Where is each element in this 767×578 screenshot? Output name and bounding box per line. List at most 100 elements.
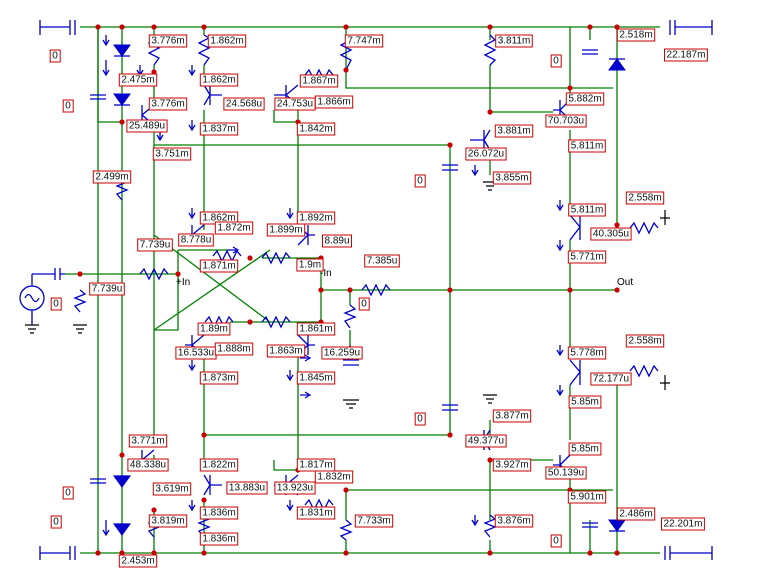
measurement-label: 3.771m <box>128 434 168 448</box>
junction-node <box>201 497 207 503</box>
measurement-value: 50.139u <box>548 468 584 479</box>
junction-node <box>487 24 493 30</box>
measurement-label: 0 <box>414 174 426 188</box>
measurement-value: 0 <box>361 299 367 310</box>
measurement-value: 0 <box>417 414 423 425</box>
measurement-value: 22.201m <box>664 519 703 530</box>
measurement-label: 1.837m <box>199 122 239 136</box>
junction-node <box>567 85 573 91</box>
junction-node <box>151 507 157 513</box>
measurement-label: 3.819m <box>148 514 188 528</box>
measurement-label: 0 <box>50 297 62 311</box>
measurement-label: 1.862m <box>199 73 239 87</box>
junction-node <box>175 271 181 277</box>
junction-node <box>201 432 207 438</box>
measurement-label: 5.771m <box>567 250 607 264</box>
junction-node <box>567 287 573 293</box>
junction-node <box>343 550 349 556</box>
measurement-label: 1.888m <box>214 342 254 356</box>
junction-node <box>119 119 125 125</box>
measurement-value: 1.836m <box>202 508 235 519</box>
junction-node <box>151 550 157 556</box>
measurement-label: 3.927m <box>492 458 532 472</box>
measurement-value: 13.883u <box>229 483 265 494</box>
measurement-label: 1.832m <box>314 470 354 484</box>
measurement-label: 24.753u <box>274 97 316 111</box>
measurement-value: 5.778m <box>570 348 603 359</box>
measurement-value: 1.861m <box>299 324 332 335</box>
measurement-label: 1.873m <box>199 371 239 385</box>
measurement-value: 1.837m <box>202 124 235 135</box>
measurement-value: 5.901m <box>570 492 603 503</box>
measurement-label: 1.863m <box>266 344 306 358</box>
measurement-label: 2.499m <box>92 170 132 184</box>
measurement-value: 25.489u <box>129 121 165 132</box>
measurement-label: 1.899m <box>266 223 306 237</box>
measurement-value: 0 <box>65 101 71 112</box>
junction-node <box>77 271 83 277</box>
measurement-value: 1.836m <box>202 534 235 545</box>
measurement-label: 7.385u <box>364 254 400 268</box>
measurement-label: 2.475m <box>118 73 158 87</box>
measurement-label: 70.703u <box>545 114 587 128</box>
measurement-label: 0 <box>50 515 62 529</box>
pin-label: Out <box>617 277 633 288</box>
measurement-label: 2.558m <box>625 334 665 348</box>
measurement-value: 1.842m <box>299 124 332 135</box>
junction-node <box>487 109 493 115</box>
junction-node <box>247 255 253 261</box>
measurement-value: 2.558m <box>628 193 661 204</box>
measurement-value: 1.862m <box>210 36 243 47</box>
measurement-value: 7.739u <box>140 240 171 251</box>
measurement-label: 13.923u <box>274 481 316 495</box>
measurement-label: 7.739u <box>89 282 125 296</box>
measurement-value: 0 <box>553 56 559 67</box>
measurement-label: 3.776m <box>148 97 188 111</box>
measurement-value: 2.453m <box>121 556 154 567</box>
measurement-label: 1.822m <box>199 458 239 472</box>
measurement-label: 22.187m <box>664 48 708 62</box>
measurement-value: 1.9m <box>299 260 321 271</box>
measurement-value: 40.305u <box>593 229 629 240</box>
measurement-value: 1.822m <box>202 460 235 471</box>
junction-node <box>587 550 593 556</box>
measurement-label: 3.855m <box>492 171 532 185</box>
measurement-label: 40.305u <box>590 227 632 241</box>
measurement-label: 1.836m <box>199 532 239 546</box>
measurement-value: 16.533u <box>178 348 214 359</box>
junction-node <box>614 550 620 556</box>
measurement-label: 26.072u <box>465 147 507 161</box>
measurement-value: 2.499m <box>95 172 128 183</box>
measurement-label: 5.811m <box>568 203 606 217</box>
measurement-value: 1.832m <box>317 472 350 483</box>
measurement-value: 24.753u <box>277 99 313 110</box>
measurement-value: 3.771m <box>131 436 164 447</box>
measurement-value: 0 <box>53 299 59 310</box>
measurement-label: 1.831m <box>296 506 336 520</box>
junction-node <box>614 287 620 293</box>
measurement-value: 1.888m <box>217 344 250 355</box>
measurement-label: 3.776m <box>148 34 188 48</box>
junction-node <box>343 487 349 493</box>
pin-label: +In <box>176 277 190 288</box>
measurement-value: 3.776m <box>151 99 184 110</box>
measurement-label: 3.877m <box>492 409 532 423</box>
junction-node <box>447 432 453 438</box>
junction-node <box>318 287 324 293</box>
junction-node <box>201 24 207 30</box>
junction-node <box>119 24 125 30</box>
measurement-value: 3.877m <box>495 411 528 422</box>
measurement-value: 7.385u <box>367 256 398 267</box>
measurement-value: 3.751m <box>155 149 188 160</box>
measurement-value: 0 <box>53 517 59 528</box>
measurement-label: 2.453m <box>118 554 158 568</box>
pin-label: -In <box>320 268 332 279</box>
measurement-label: 0 <box>414 412 426 426</box>
measurement-value: 5.771m <box>570 252 603 263</box>
measurement-value: 1.866m <box>317 97 350 108</box>
junction-node <box>95 24 101 30</box>
measurement-value: 1.899m <box>269 225 302 236</box>
junction-node <box>447 142 453 148</box>
